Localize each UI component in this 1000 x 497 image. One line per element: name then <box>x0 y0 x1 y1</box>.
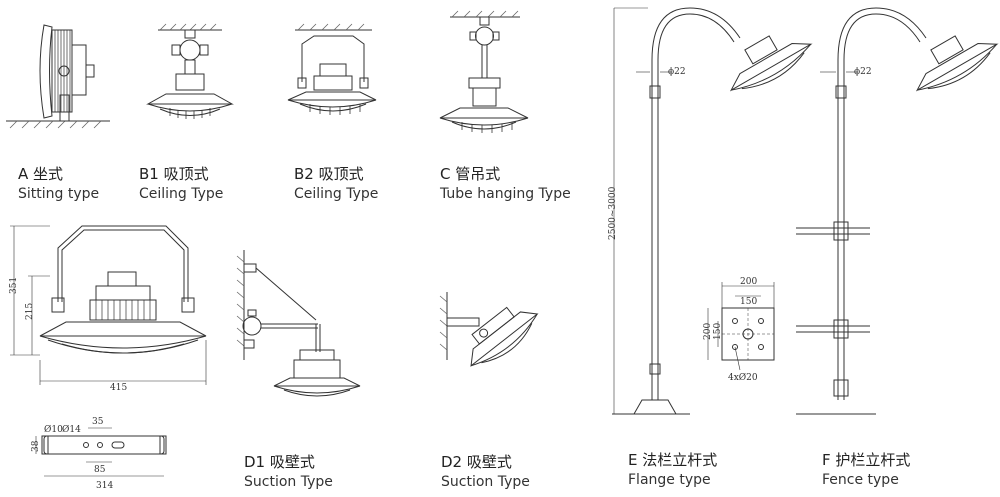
bracket-plate <box>35 427 167 477</box>
lamp-tube-hanging <box>439 10 529 133</box>
caption-c-subtitle: Tube hanging Type <box>440 186 571 202</box>
dim-flange-holes: 4xØ20 <box>728 372 758 383</box>
caption-a: A 坐式 Sitting type <box>18 165 99 204</box>
pole-fence-f <box>796 7 999 415</box>
caption-d2: D2 吸壁式 Suction Type <box>441 453 530 492</box>
dim-height-body: 215 <box>25 303 35 320</box>
caption-e: E 法栏立杆式 Flange type <box>628 451 717 490</box>
caption-c-title: C 管吊式 <box>440 165 501 183</box>
lamp-sitting <box>6 24 110 129</box>
caption-d1-subtitle: Suction Type <box>244 474 333 490</box>
lamp-wall-d2 <box>439 292 539 367</box>
caption-b1-title: B1 吸顶式 <box>139 165 209 183</box>
caption-b2-subtitle: Ceiling Type <box>294 186 379 202</box>
dim-pole-diameter-e: ϕ22 <box>668 67 686 77</box>
flange-plate <box>707 282 775 371</box>
dim-hole-d2: Ø14 <box>62 424 81 435</box>
dim-flange-side-inner: 150 <box>713 323 723 340</box>
dim-pole-height: 2500~3000 <box>608 186 618 240</box>
dim-width-total: 415 <box>110 383 127 393</box>
caption-c: C 管吊式 Tube hanging Type <box>440 165 571 204</box>
dim-flange-outer: 200 <box>740 277 757 287</box>
caption-d1: D1 吸壁式 Suction Type <box>244 453 333 492</box>
dim-flange-inner: 150 <box>740 297 757 307</box>
pole-flange-e <box>612 7 813 415</box>
caption-b1: B1 吸顶式 Ceiling Type <box>139 165 223 204</box>
caption-a-subtitle: Sitting type <box>18 186 100 202</box>
caption-e-title: E 法栏立杆式 <box>628 451 718 469</box>
caption-b2: B2 吸顶式 Ceiling Type <box>294 165 378 204</box>
dim-bracket-height: 38 <box>31 440 41 452</box>
dimension-labels: 351 215 415 Ø10 Ø14 35 85 38 314 ϕ22 ϕ22… <box>9 67 872 491</box>
caption-d1-title: D1 吸壁式 <box>244 453 315 471</box>
caption-d2-subtitle: Suction Type <box>441 474 530 490</box>
lamp-ceiling-b1 <box>146 23 234 119</box>
dim-spacing-bottom: 85 <box>94 465 106 475</box>
caption-f-title: F 护栏立杆式 <box>822 451 911 469</box>
caption-f: F 护栏立杆式 Fence type <box>822 451 910 490</box>
dim-bracket-length: 314 <box>96 481 113 491</box>
caption-f-subtitle: Fence type <box>822 472 899 488</box>
dim-hole-d: Ø10 <box>44 424 63 435</box>
caption-a-title: A 坐式 <box>18 165 64 183</box>
lamp-wall-d1 <box>236 250 361 397</box>
caption-b1-subtitle: Ceiling Type <box>139 186 224 202</box>
caption-e-subtitle: Flange type <box>628 472 711 488</box>
lamp-ceiling-b2 <box>287 23 377 115</box>
caption-d2-title: D2 吸壁式 <box>441 453 512 471</box>
dim-pole-diameter-f: ϕ22 <box>854 67 872 77</box>
dim-flange-side-outer: 200 <box>703 323 713 340</box>
lamp-front-dimensioned <box>10 225 207 385</box>
dim-spacing-top: 35 <box>92 417 104 427</box>
caption-b2-title: B2 吸顶式 <box>294 165 364 183</box>
dim-height-total: 351 <box>9 277 19 294</box>
